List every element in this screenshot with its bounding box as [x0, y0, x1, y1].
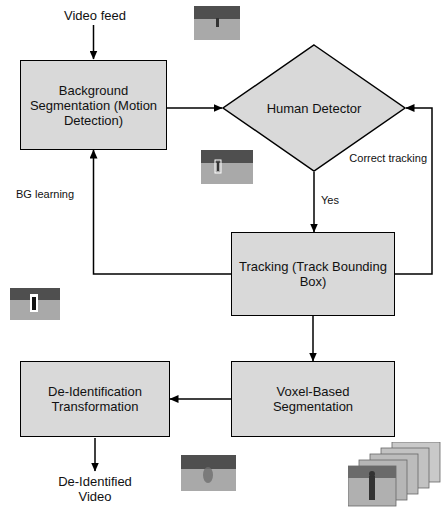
flow-arrow [313, 172, 315, 232]
flow-arrow [170, 398, 231, 400]
output-label: De-Identified Video [40, 474, 150, 504]
node-text-group: Human Detector [261, 97, 368, 120]
output-thumbnail [181, 455, 236, 491]
edge-label: Correct tracking [334, 152, 427, 165]
background-thumbnail [10, 288, 60, 320]
node-label: Tracking (Track Bounding Box) [232, 255, 394, 293]
node-label: Human Detector [261, 97, 368, 120]
node-text-group: De-Identification Transformation [21, 380, 169, 418]
flow-arrow [167, 107, 222, 109]
process-box: Voxel-Based Segmentation [231, 361, 395, 437]
node-label: De-Identification Transformation [21, 380, 169, 418]
flow-arrow [312, 316, 314, 361]
process-box: Tracking (Track Bounding Box) [231, 232, 395, 316]
edge-label: Yes [321, 194, 361, 207]
process-box: Background Segmentation (Motion Detectio… [20, 60, 167, 150]
edge-label: BG learning [16, 188, 92, 201]
node-text-group: Background Segmentation (Motion Detectio… [21, 79, 166, 132]
output-arrow [94, 438, 96, 471]
flow-arrow [395, 108, 432, 274]
node-label: Voxel-Based Segmentation [232, 380, 394, 418]
node-label: Background Segmentation (Motion Detectio… [21, 79, 166, 132]
node-text-group: Tracking (Track Bounding Box) [232, 255, 394, 293]
voxel-frames [348, 442, 443, 508]
input-arrow [93, 25, 95, 59]
input-label: Video feed [40, 8, 150, 23]
detection-thumbnail [201, 150, 253, 184]
node-text-group: Voxel-Based Segmentation [232, 380, 394, 418]
process-box: De-Identification Transformation [20, 361, 170, 437]
video-thumbnail [194, 6, 240, 40]
